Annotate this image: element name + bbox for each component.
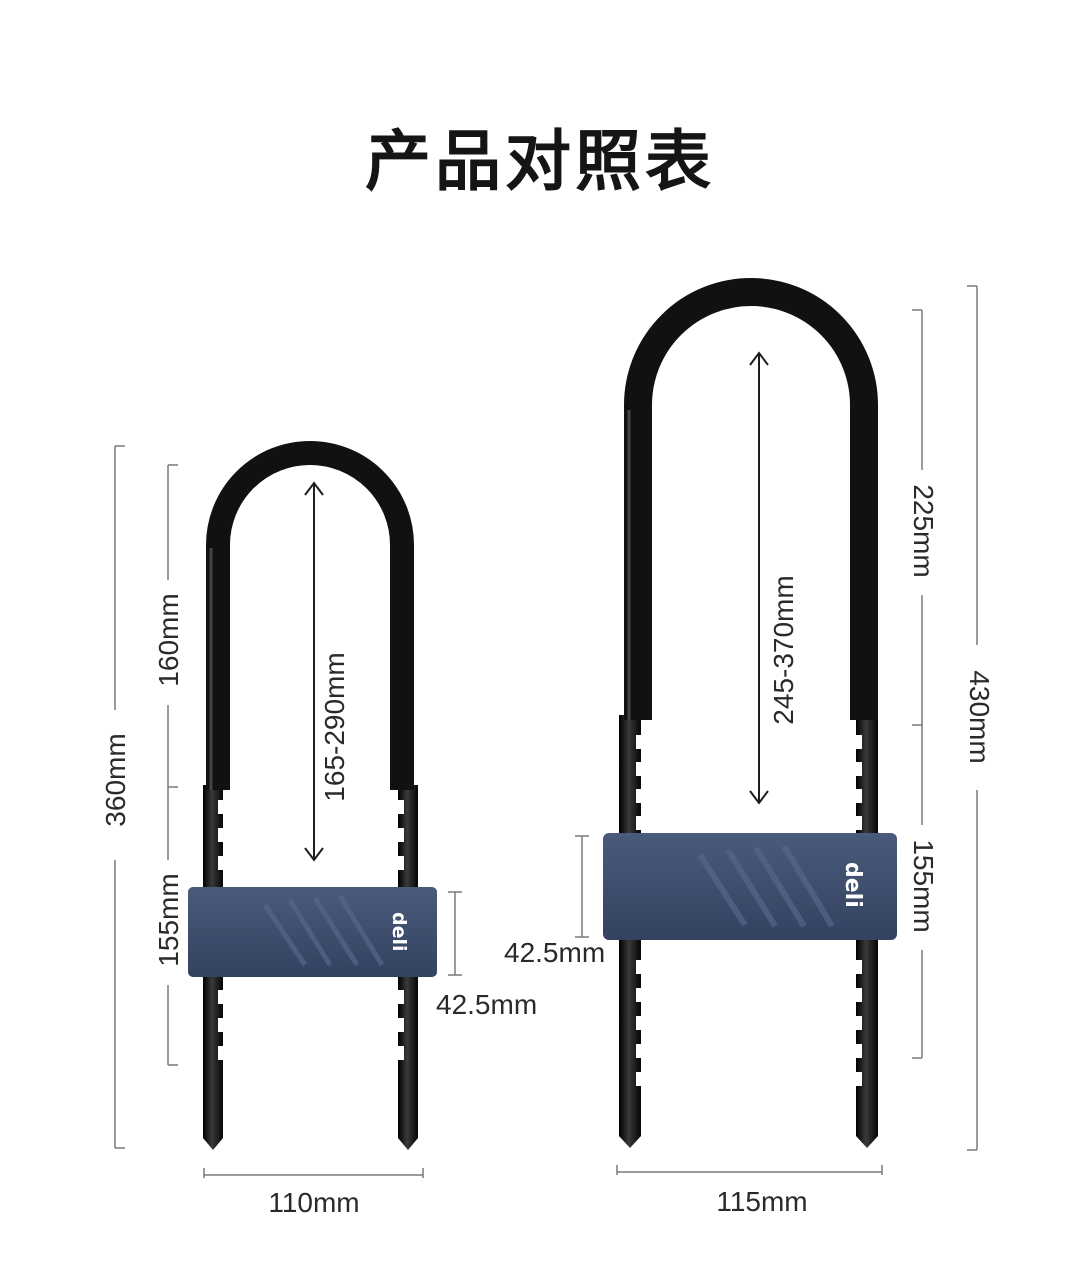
small-lock-body-height: 42.5mm (436, 989, 537, 1020)
small-lock-adjust-range: 165-290mm (319, 652, 350, 801)
large-lock-body: deli (603, 833, 897, 940)
large-lock-body-height: 42.5mm (504, 937, 605, 968)
large-lock-shackle (624, 278, 878, 720)
small-lock-total-height: 360mm (100, 733, 131, 826)
small-lock-dimensions: 360mm 160mm 155mm 165-290mm 42.5mm 110mm (100, 445, 537, 1218)
small-lock-width: 110mm (268, 1187, 359, 1218)
large-lock-body-span: 155mm (908, 839, 939, 932)
large-lock-width: 115mm (716, 1186, 807, 1217)
large-lock-total-height: 430mm (964, 670, 995, 763)
small-lock-shackle-length: 160mm (153, 593, 184, 686)
large-lock-shackle-length: 225mm (908, 484, 939, 577)
large-lock: deli (603, 278, 897, 1148)
small-lock: deli (188, 441, 437, 1150)
small-lock-brand-logo: deli (388, 912, 410, 952)
small-lock-body: deli (188, 887, 437, 977)
large-lock-dimensions: 430mm 225mm 155mm 245-370mm 42.5mm 115mm (504, 285, 995, 1217)
small-lock-shackle (206, 441, 414, 790)
large-lock-adjust-range: 245-370mm (768, 575, 799, 724)
page-title: 产品对照表 (365, 123, 715, 200)
large-lock-brand-logo: deli (840, 862, 865, 908)
small-lock-body-span: 155mm (153, 873, 184, 966)
